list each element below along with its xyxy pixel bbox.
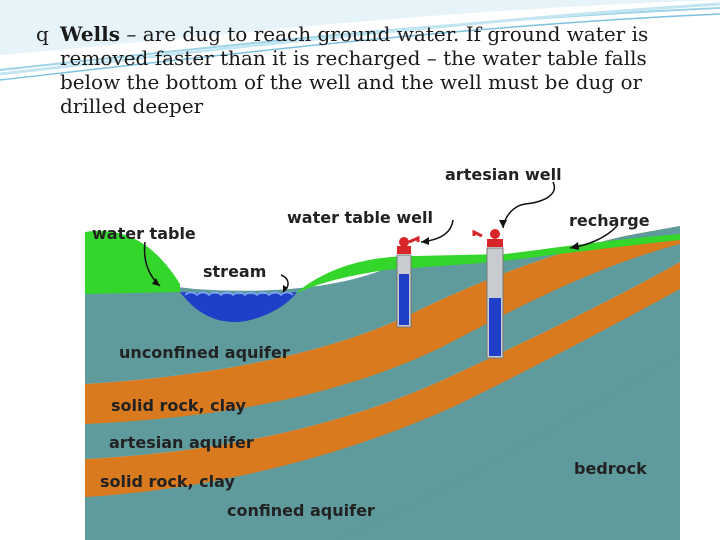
slide-body-text: q Wells – are dug to reach ground water.… bbox=[36, 22, 706, 118]
label-confined-aquifer: confined aquifer bbox=[227, 501, 375, 520]
label-unconfined-aquifer: unconfined aquifer bbox=[119, 343, 290, 362]
label-water-table-well: water table well bbox=[287, 208, 433, 227]
water-table-well-water bbox=[399, 274, 409, 325]
water-table-well-arrowhead bbox=[421, 237, 429, 245]
label-recharge: recharge bbox=[569, 211, 650, 230]
paragraph: Wells – are dug to reach ground water. I… bbox=[60, 22, 706, 118]
keyword-wells: Wells bbox=[60, 22, 121, 46]
paragraph-body: – are dug to reach ground water. If grou… bbox=[60, 22, 649, 118]
stream-waves bbox=[184, 291, 294, 296]
bullet-glyph: q bbox=[36, 22, 49, 46]
artesian-well-arrowhead bbox=[499, 220, 507, 228]
unconfined-aquifer-band bbox=[85, 226, 680, 384]
groundwater-diagram: artesian well water table well recharge … bbox=[85, 144, 680, 540]
artesian-well-water bbox=[489, 298, 501, 356]
lower-clay-band bbox=[85, 262, 680, 497]
top-swoosh-1 bbox=[0, 0, 720, 55]
upper-clay-thick bbox=[85, 226, 680, 424]
top-swoosh-3 bbox=[0, 13, 720, 81]
artesian-well-arrow bbox=[502, 181, 556, 229]
label-water-table: water table bbox=[92, 224, 196, 243]
artesian-well-pump-icon bbox=[472, 229, 503, 247]
water-table-well-pump-icon bbox=[397, 235, 420, 254]
grass-left bbox=[85, 230, 180, 294]
label-artesian-aquifer: artesian aquifer bbox=[109, 433, 254, 452]
label-artesian-well: artesian well bbox=[445, 165, 562, 184]
water-table-arrowhead bbox=[152, 278, 160, 286]
top-swoosh-2 bbox=[0, 7, 720, 71]
label-solid-rock-clay-upper: solid rock, clay bbox=[111, 396, 246, 415]
label-solid-rock-clay-lower: solid rock, clay bbox=[100, 472, 235, 491]
stream-arrowhead bbox=[283, 285, 288, 292]
label-stream: stream bbox=[203, 262, 266, 281]
label-bedrock: bedrock bbox=[574, 459, 647, 478]
bedrock-region bbox=[335, 354, 680, 540]
recharge-arrowhead bbox=[570, 242, 579, 250]
stream-water bbox=[180, 292, 297, 322]
grass-right bbox=[295, 234, 680, 294]
top-swoosh-4 bbox=[0, 2, 720, 76]
